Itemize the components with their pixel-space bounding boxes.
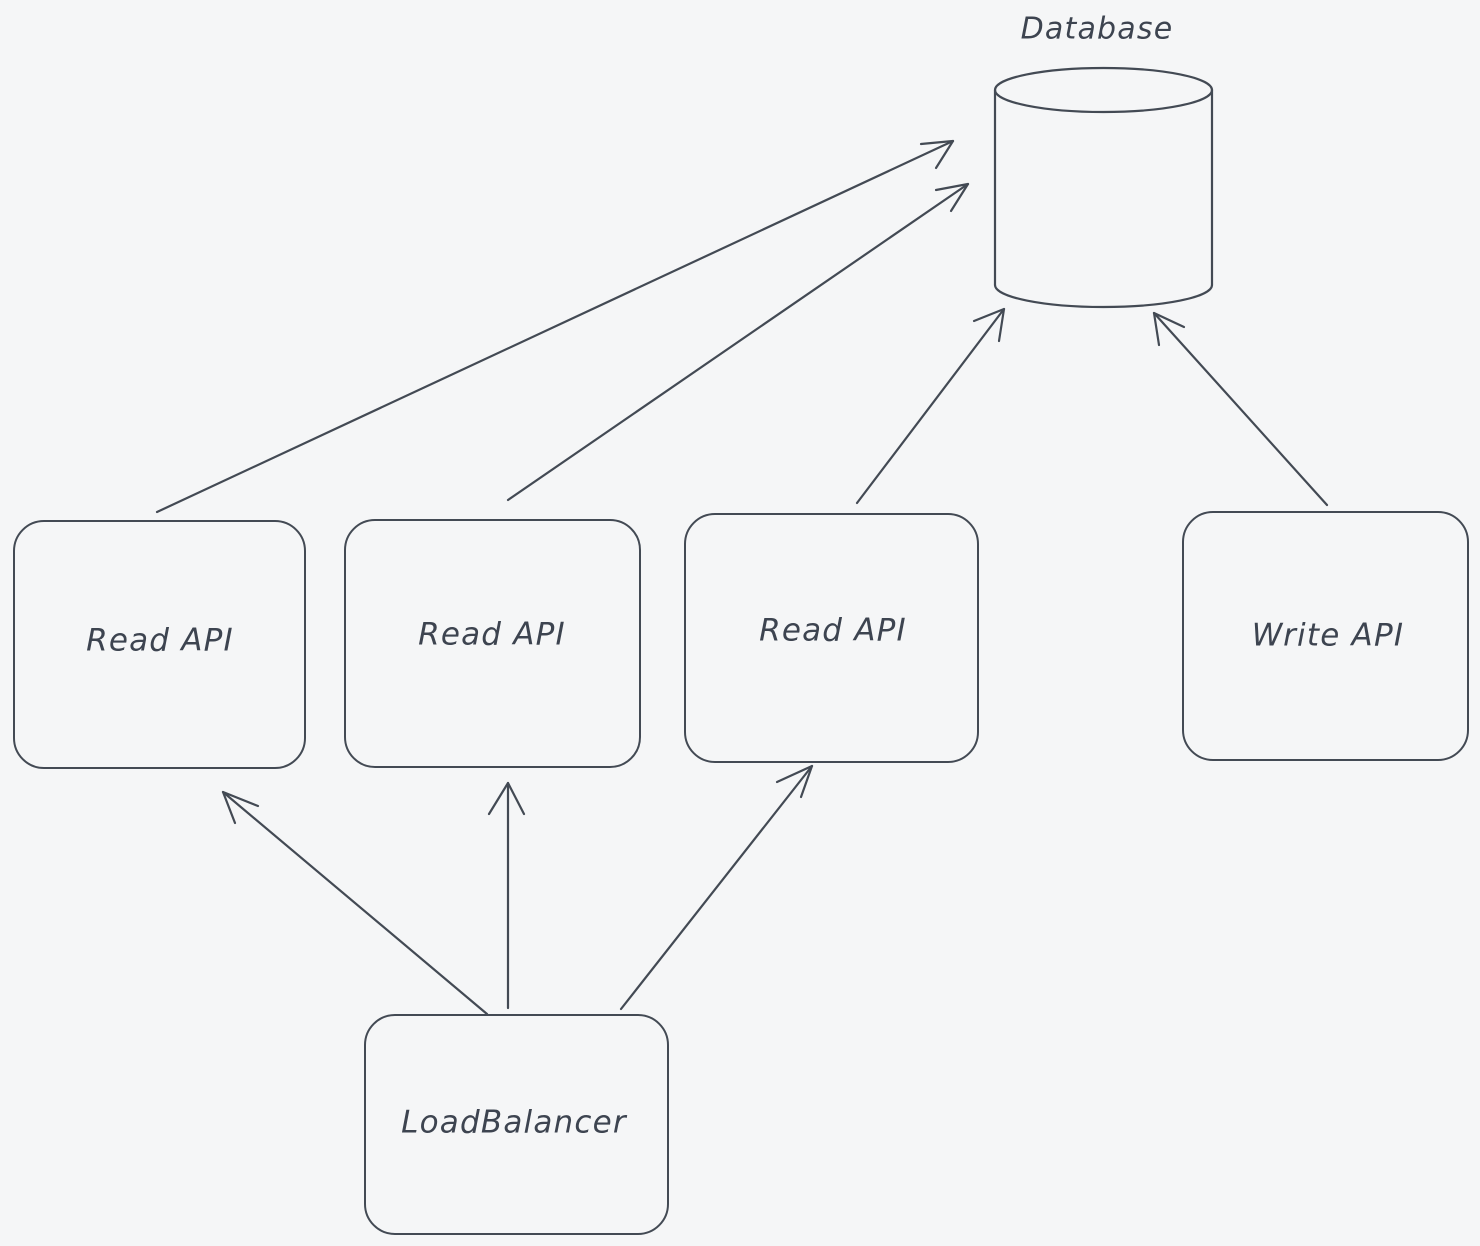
node-read-api-2[interactable]: Read API xyxy=(344,519,641,768)
node-shape-read-api-1[interactable] xyxy=(13,520,306,769)
edge-lb-to-read-2[interactable] xyxy=(487,781,526,1010)
node-shape-read-api-3[interactable] xyxy=(684,513,979,763)
edges-layer xyxy=(155,139,1329,1016)
node-shape-load-balancer[interactable] xyxy=(364,1014,669,1235)
node-database[interactable]: Database xyxy=(993,12,1214,309)
node-label-read-api-1: Read API xyxy=(86,623,234,659)
node-read-api-3[interactable]: Read API xyxy=(684,513,979,763)
edge-read-3-to-db[interactable] xyxy=(855,307,1006,505)
edge-write-to-db[interactable] xyxy=(1152,311,1329,507)
node-label-load-balancer: LoadBalancer xyxy=(401,1105,628,1141)
edge-lb-to-read-1[interactable] xyxy=(221,790,489,1016)
node-label-write-api: Write API xyxy=(1252,618,1404,654)
node-load-balancer[interactable]: LoadBalancer xyxy=(364,1014,669,1235)
node-write-api[interactable]: Write API xyxy=(1182,511,1469,761)
node-label-database: Database xyxy=(1021,12,1174,47)
edge-read-1-to-db[interactable] xyxy=(155,139,955,514)
node-shape-read-api-2[interactable] xyxy=(344,519,641,768)
edge-read-2-to-db[interactable] xyxy=(506,182,970,502)
node-label-read-api-2: Read API xyxy=(418,617,566,653)
node-shape-write-api[interactable] xyxy=(1182,511,1469,761)
node-read-api-1[interactable]: Read API xyxy=(13,520,306,769)
node-label-read-api-3: Read API xyxy=(759,613,907,649)
edge-lb-to-read-3[interactable] xyxy=(619,764,814,1011)
